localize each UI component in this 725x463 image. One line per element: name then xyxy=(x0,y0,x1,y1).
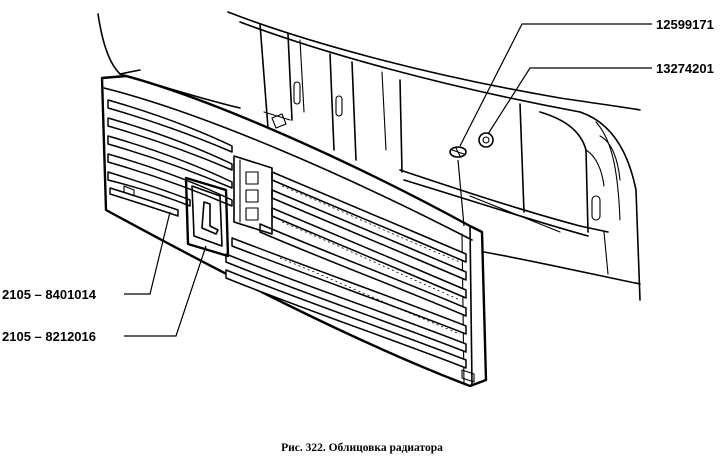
grille-slats-right xyxy=(225,171,467,369)
callout-emblem: 2105 – 8212016 xyxy=(2,329,96,344)
screw-part xyxy=(449,146,467,158)
callout-grille: 2105 – 8401014 xyxy=(2,287,97,302)
radiator-grille xyxy=(100,74,488,388)
car-body-front-panel xyxy=(97,11,641,301)
nut-part xyxy=(478,132,494,148)
leader-lines xyxy=(124,23,652,337)
callout-screw: 12599171 xyxy=(656,17,714,32)
grille-emblem xyxy=(184,176,230,258)
figure-caption: Рис. 322. Облицовка радиатора xyxy=(281,442,443,454)
grille-slats-left xyxy=(107,99,233,217)
grille-center-bar xyxy=(233,155,273,235)
callout-nut: 13274201 xyxy=(656,61,714,76)
